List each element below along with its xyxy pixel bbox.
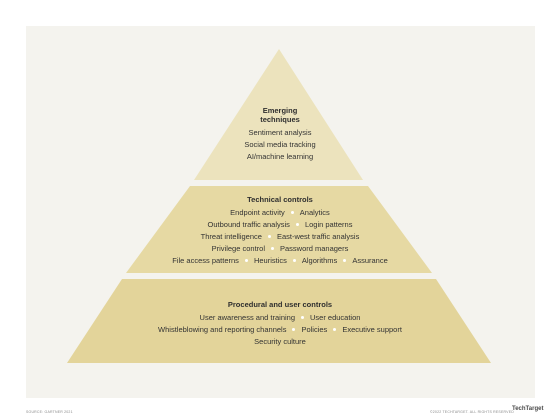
bullet-dot xyxy=(343,258,347,262)
bullet-dot xyxy=(301,315,304,319)
tier-bottom-row: User awareness and training User educatio… xyxy=(0,313,560,322)
tier-top-title-line-2: techniques xyxy=(260,115,300,124)
tier-middle-item: File access patterns xyxy=(172,256,239,265)
copyright-note: ©2022 TECHTARGET. ALL RIGHTS RESERVED xyxy=(430,410,514,414)
tier-middle-item: Outbound traffic analysis xyxy=(207,220,290,229)
tier-middle-item: Algorithms xyxy=(301,256,338,265)
tier-middle-item: Login patterns xyxy=(304,220,353,229)
tier-bottom-item: User awareness and training xyxy=(199,313,295,322)
source-note: SOURCE: GARTNER 2021 xyxy=(26,410,73,414)
techtarget-logo: TechTarget xyxy=(512,406,544,412)
tier-middle-row: Endpoint activity Analytics xyxy=(0,208,560,217)
tier-top-item: Social media tracking xyxy=(244,140,316,149)
tier-middle-shape xyxy=(126,186,432,273)
tier-bottom-item: Policies xyxy=(301,325,328,334)
tier-top-row: Sentiment analysis xyxy=(0,128,560,137)
tier-top-shape xyxy=(194,49,363,180)
tier-middle-item: Endpoint activity xyxy=(230,208,285,217)
bullet-dot xyxy=(333,327,337,331)
bullet-dot xyxy=(270,246,274,250)
tier-bottom-item: User education xyxy=(310,313,361,322)
bullet-dot xyxy=(292,327,296,331)
tier-middle-row: Threat intelligence East-west traffic ana… xyxy=(0,232,560,241)
bullet-dot xyxy=(295,222,299,226)
tier-top-item: AI/machine learning xyxy=(246,152,314,161)
tier-middle-title: Technical controls xyxy=(247,195,313,204)
tier-bottom-title: Procedural and user controls xyxy=(227,300,333,309)
tier-middle-item: Privilege control xyxy=(211,244,265,253)
tier-middle-row: File access patterns Heuristics Algorithms… xyxy=(0,256,560,265)
tier-middle-item: East-west traffic analysis xyxy=(276,232,360,241)
tier-top-row: Social media tracking xyxy=(0,140,560,149)
tier-bottom-row: Security culture xyxy=(0,337,560,346)
tier-top-title-line-1: Emerging xyxy=(262,106,298,115)
bullet-dot xyxy=(290,210,294,214)
bullet-dot xyxy=(267,234,271,238)
bullet-dot xyxy=(292,258,296,262)
tier-bottom-shape xyxy=(67,279,491,363)
tier-bottom-item: Executive support xyxy=(342,325,402,334)
tier-middle-item: Threat intelligence xyxy=(200,232,262,241)
tier-middle-item: Analytics xyxy=(299,208,330,217)
tier-middle-row: Outbound traffic analysis Login patterns xyxy=(0,220,560,229)
tier-middle-item: Heuristics xyxy=(253,256,287,265)
bullet-dot xyxy=(244,258,248,262)
tier-middle-item: Password managers xyxy=(279,244,349,253)
tier-bottom-item: Whistleblowing and reporting channels xyxy=(158,325,287,334)
tier-bottom-row: Whistleblowing and reporting channels Pol… xyxy=(0,325,560,334)
tier-top-row: AI/machine learning xyxy=(0,152,560,161)
tier-middle-item: Assurance xyxy=(352,256,388,265)
tier-middle-row: Privilege control Password managers xyxy=(0,244,560,253)
tier-bottom-item: Security culture xyxy=(254,337,306,346)
tier-top-item: Sentiment analysis xyxy=(248,128,312,137)
